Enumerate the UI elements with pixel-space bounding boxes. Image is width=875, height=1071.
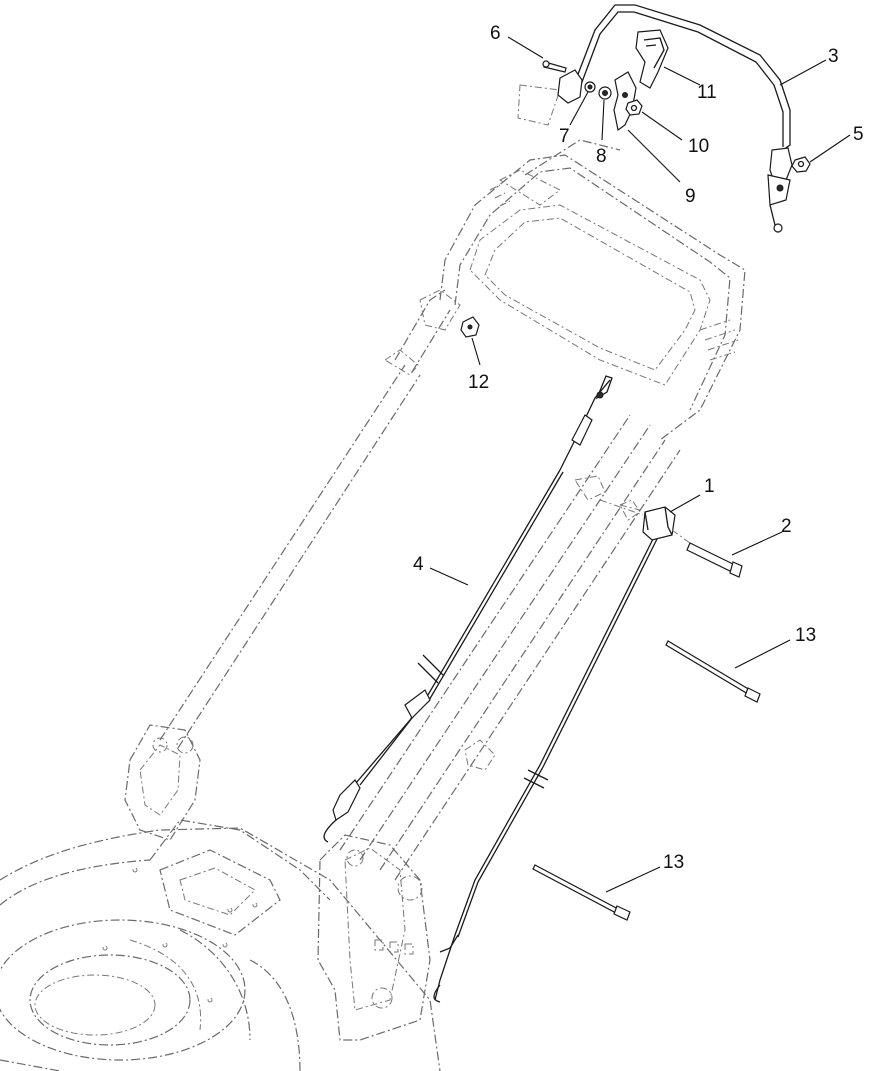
- cable-4: [323, 375, 613, 843]
- right-lower-bracket-ghost: [317, 834, 431, 1041]
- part-3-bail: [569, 4, 793, 233]
- callout-1: 1: [704, 476, 715, 497]
- cable-1: [433, 534, 659, 1003]
- callout-13-lower: 13: [663, 852, 684, 873]
- right-handle-tube-ghost: [339, 414, 681, 881]
- part-13-cable-tie-lower: [532, 864, 631, 921]
- callout-8: 8: [596, 146, 607, 167]
- part-13-cable-tie-upper: [665, 640, 761, 703]
- part-1-clip: [599, 499, 676, 541]
- left-handle-tube-ghost: [159, 289, 461, 749]
- callout-2: 2: [781, 516, 792, 537]
- callout-11: 11: [697, 82, 717, 103]
- part-5-nut: [791, 156, 811, 173]
- parts-7-8: [557, 69, 612, 104]
- callout-5: 5: [853, 124, 864, 145]
- callout-13-upper: 13: [795, 625, 816, 646]
- callout-3: 3: [828, 46, 839, 67]
- upper-handle-loop-ghost: [439, 84, 746, 441]
- mower-deck-ghost: [0, 819, 441, 1071]
- left-lower-bracket-ghost: [124, 724, 201, 841]
- part-11-grip: [635, 29, 669, 89]
- callout-labels: 1 2 3 4 5 6 7 8 9 10 11 12 13 13: [413, 23, 864, 873]
- part-12-knob: [460, 316, 480, 338]
- callout-12: 12: [468, 372, 489, 393]
- callout-9: 9: [685, 186, 696, 207]
- callout-4: 4: [413, 554, 424, 575]
- part-10-nut: [625, 99, 643, 116]
- leader-lines: [429, 36, 851, 893]
- part-9-lever: [613, 71, 637, 132]
- callout-7: 7: [559, 126, 570, 147]
- part-6-pin: [542, 60, 567, 73]
- callout-10: 10: [688, 136, 709, 157]
- part-2-bolt: [671, 529, 743, 578]
- callout-6: 6: [490, 23, 501, 44]
